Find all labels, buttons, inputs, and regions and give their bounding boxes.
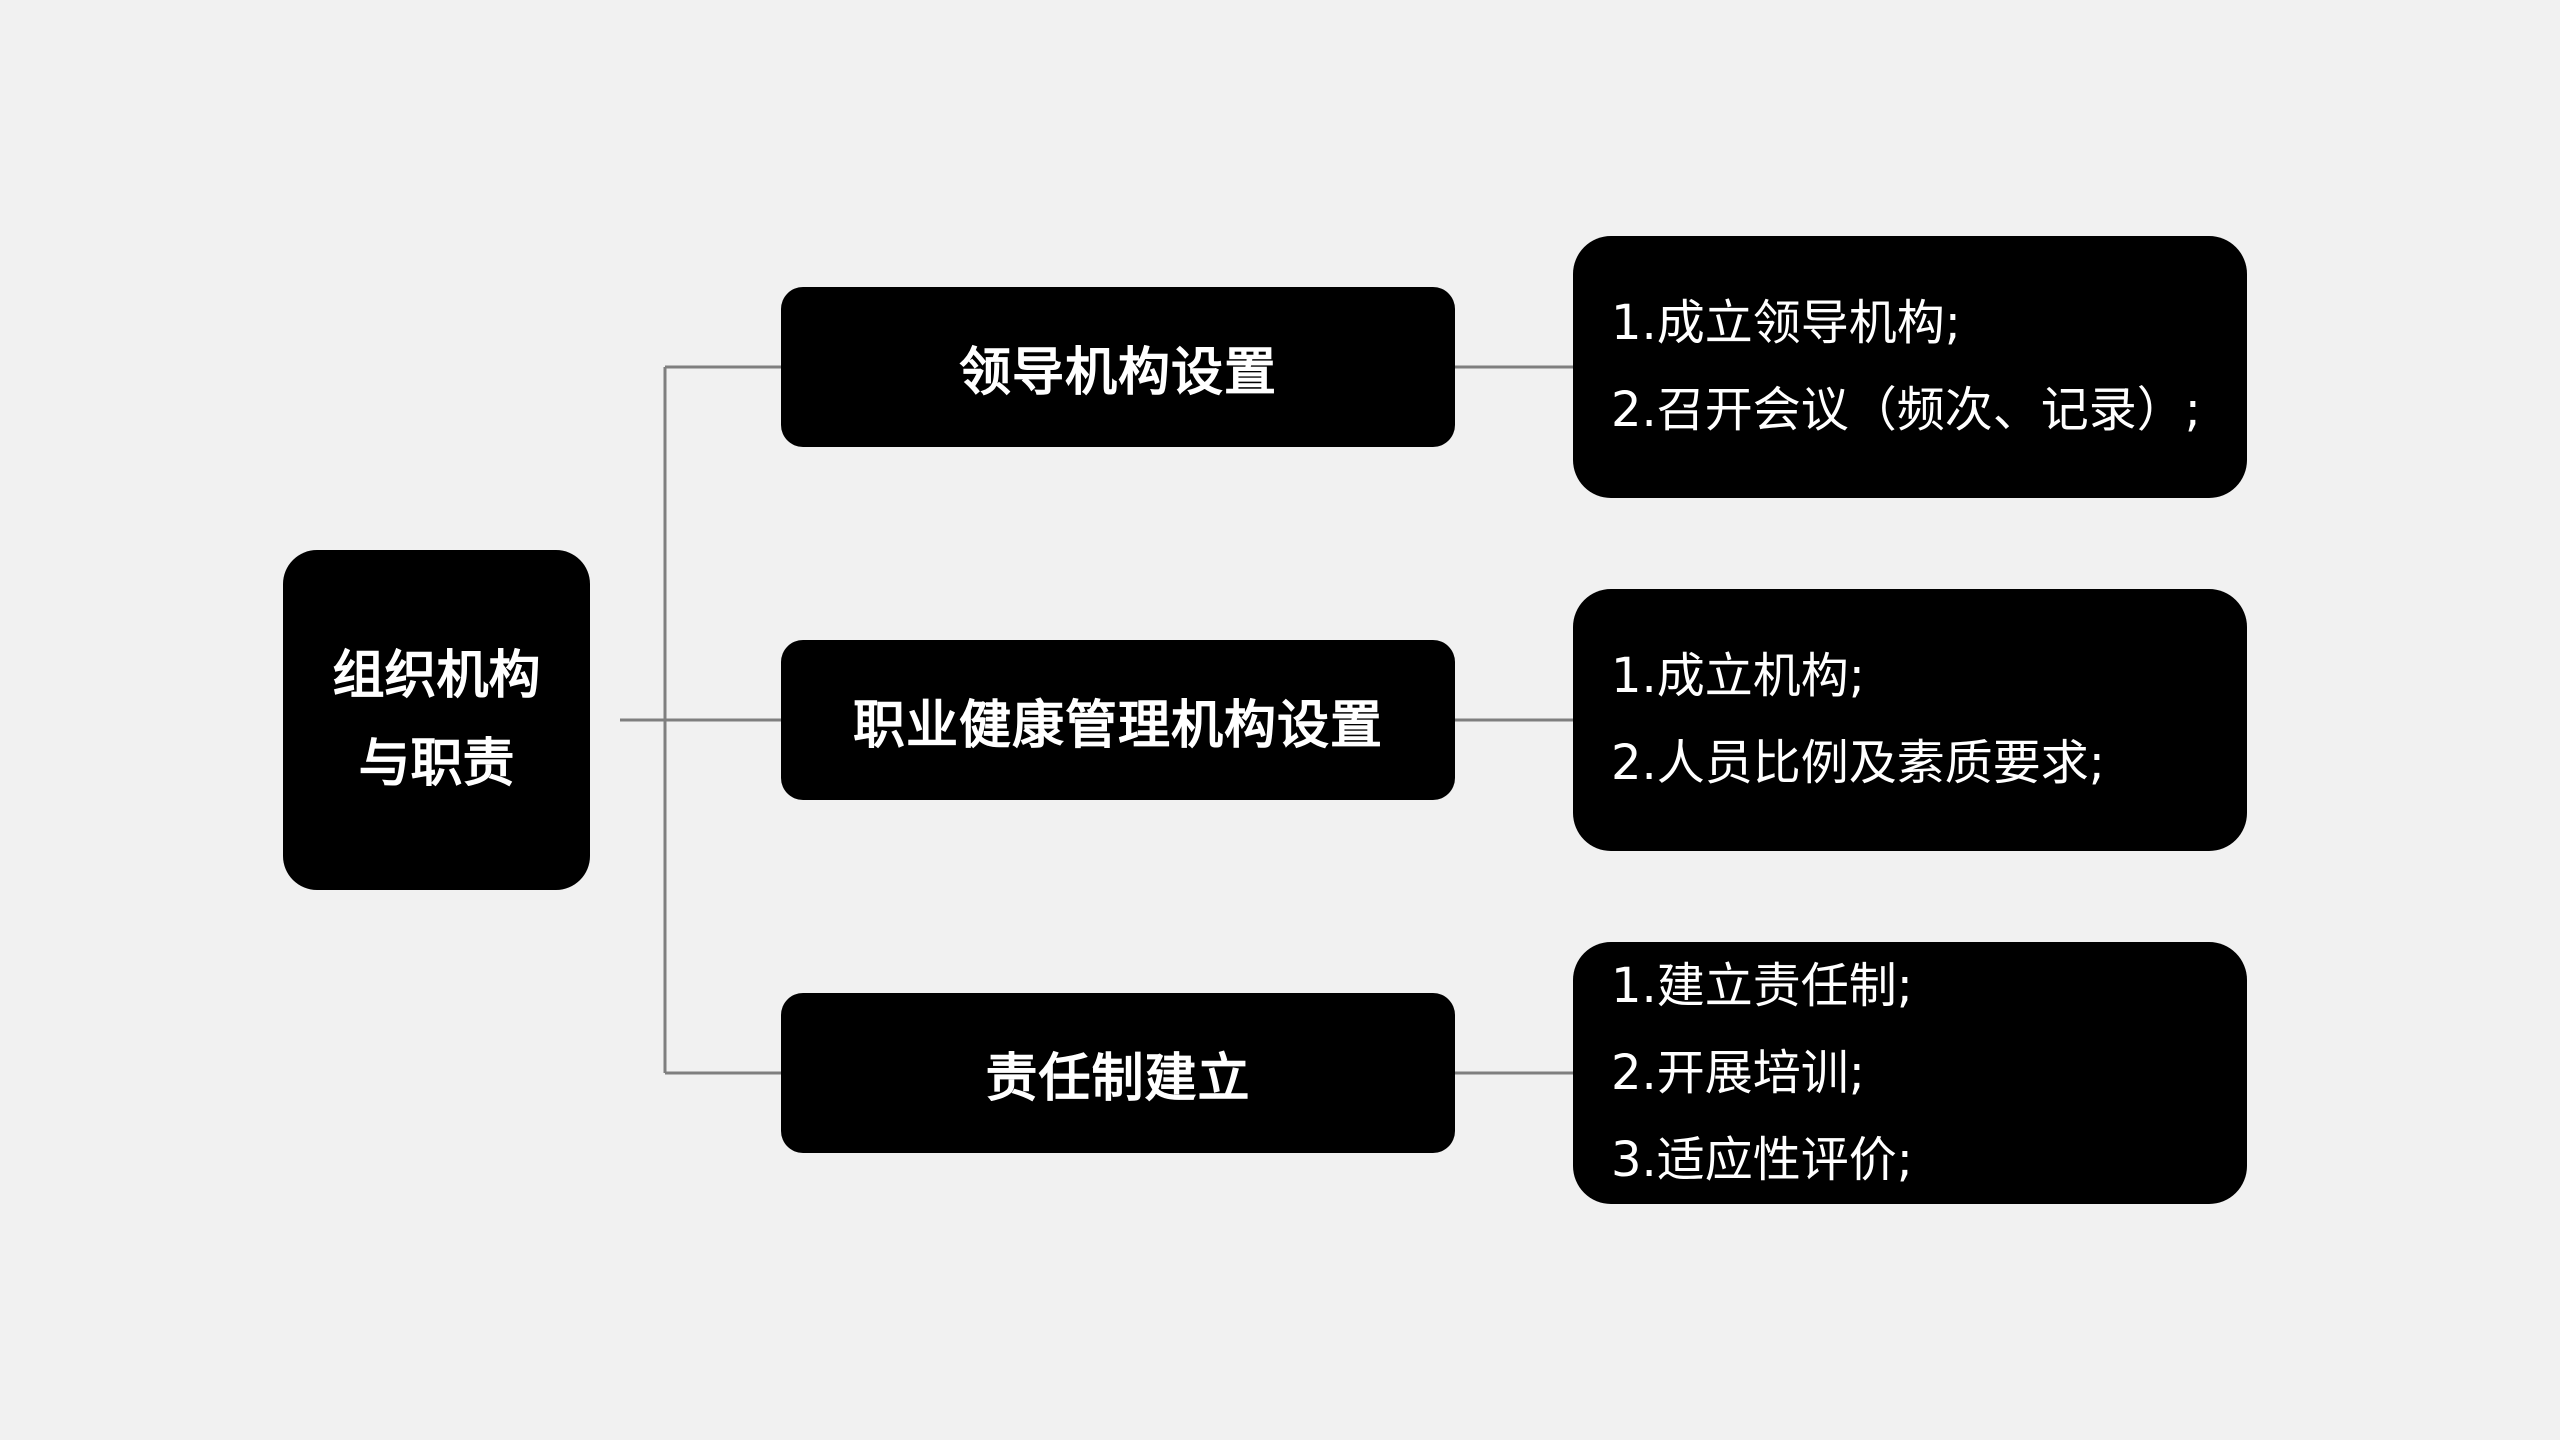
detail-node-occupational-health: 1.成立机构; 2.人员比例及素质要求;: [1573, 589, 2247, 851]
branch-title: 职业健康管理机构设置: [852, 695, 1383, 756]
branch-node-responsibility: 责任制建立: [781, 993, 1455, 1153]
branch-title: 责任制建立: [985, 1048, 1251, 1109]
detail-item: 1.建立责任制;: [1611, 957, 1913, 1014]
detail-item: 3.适应性评价;: [1611, 1131, 1913, 1188]
detail-item: 1.成立领导机构;: [1611, 295, 1961, 351]
root-label-line-1: 组织机构: [332, 646, 541, 706]
detail-node-leadership: 1.成立领导机构; 2.召开会议（频次、记录）;: [1573, 236, 2247, 498]
root-label-line-2: 与职责: [358, 734, 515, 794]
branch-node-leadership: 领导机构设置: [781, 287, 1455, 447]
root-node: 组织机构 与职责: [283, 550, 590, 890]
branch-node-occupational-health: 职业健康管理机构设置: [781, 640, 1455, 800]
detail-item: 2.开展培训;: [1611, 1044, 1865, 1101]
detail-item: 1.成立机构;: [1611, 648, 1865, 704]
detail-item: 2.人员比例及素质要求;: [1611, 735, 2105, 791]
detail-node-responsibility: 1.建立责任制; 2.开展培训; 3.适应性评价;: [1573, 942, 2247, 1204]
detail-item: 2.召开会议（频次、记录）;: [1611, 382, 2201, 438]
branch-title: 领导机构设置: [958, 342, 1277, 403]
